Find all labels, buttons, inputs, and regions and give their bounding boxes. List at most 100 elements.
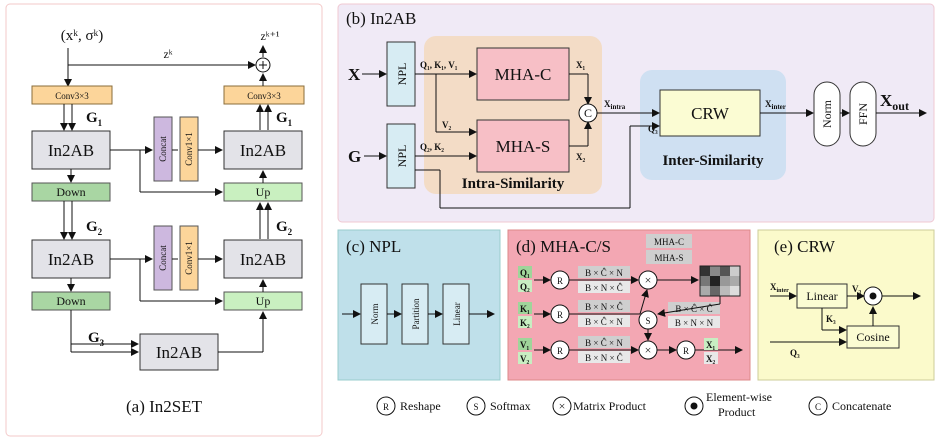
- svg-text:R: R: [383, 402, 389, 412]
- norm-block: [813, 81, 841, 147]
- in2ab-l1-left: [31, 130, 111, 170]
- x-intra-label: Xintra: [604, 99, 626, 111]
- panel-a-in2set: (xᵏ, σᵏ) zᵏ⁺¹ zᵏ Conv3×3 Conv3×3 G1 G1 I…: [5, 3, 323, 437]
- svg-text:X₂: X₂: [706, 354, 715, 364]
- input-label: (xᵏ, σᵏ): [61, 28, 104, 44]
- svg-text:CRW: CRW: [691, 104, 730, 123]
- panel-e-crw: (e) CRW Xinter Linear V₃ K₃ Q₃ Cosine: [757, 229, 935, 381]
- svg-text:Q₁, K₁, V₁: Q₁, K₁, V₁: [420, 60, 458, 70]
- svg-text:NPL: NPL: [395, 145, 409, 168]
- tag-mha-c: [646, 234, 692, 248]
- legend: R Reshape S Softmax × Matrix Product Ele…: [376, 390, 891, 419]
- x-inter-label: Xinter: [765, 99, 786, 111]
- svg-text:V₁: V₁: [520, 340, 529, 350]
- svg-text:Reshape: Reshape: [400, 399, 441, 413]
- svg-text:Linear: Linear: [806, 289, 837, 303]
- svg-text:C: C: [584, 106, 592, 120]
- g2-right: G2: [276, 219, 293, 237]
- svg-text:B × Ĉ × N: B × Ĉ × N: [585, 317, 623, 327]
- svg-text:V₃: V₃: [852, 284, 861, 294]
- g3-label: G3: [88, 330, 105, 348]
- g1-left: G1: [86, 110, 103, 128]
- conv1x1-l1: [179, 116, 199, 182]
- svg-text:Q₂, K₂: Q₂, K₂: [420, 142, 444, 152]
- svg-text:Partition: Partition: [411, 298, 421, 329]
- conv1x1-l2: [179, 225, 199, 291]
- legend-softmax-icon: [466, 396, 486, 416]
- g-input: G: [348, 147, 361, 166]
- caption-a: (a) In2SET: [126, 397, 203, 416]
- panel-a-frame: [5, 3, 323, 437]
- svg-text:K₂: K₂: [520, 318, 530, 328]
- svg-text:Matrix Product: Matrix Product: [573, 399, 647, 413]
- svg-text:R: R: [557, 276, 563, 286]
- svg-text:Norm: Norm: [820, 99, 834, 128]
- inter-similarity-label: Inter-Similarity: [662, 153, 764, 169]
- in2ab-l1-right: [223, 130, 303, 170]
- svg-text:MHA-S: MHA-S: [496, 137, 551, 156]
- concat-l1: [153, 116, 173, 182]
- svg-text:Norm: Norm: [370, 304, 380, 325]
- svg-text:Q₂: Q₂: [520, 282, 530, 292]
- svg-text:S: S: [645, 316, 650, 326]
- down-l1: [31, 182, 111, 202]
- svg-text:MHA-C: MHA-C: [654, 237, 684, 247]
- output-label: zᵏ⁺¹: [260, 29, 279, 43]
- svg-text:In2AB: In2AB: [48, 141, 94, 160]
- svg-text:Up: Up: [256, 294, 271, 308]
- svg-text:X₂: X₂: [576, 152, 585, 162]
- x-out-label: Xout: [880, 91, 909, 113]
- crw-block: [659, 89, 761, 137]
- svg-text:Down: Down: [56, 294, 85, 308]
- svg-text:B × N × Ĉ: B × N × Ĉ: [585, 353, 623, 363]
- svg-text:C: C: [815, 402, 821, 412]
- svg-text:Concatenate: Concatenate: [832, 399, 891, 413]
- svg-text:Down: Down: [56, 185, 85, 199]
- in2ab-l2-left: [31, 239, 111, 279]
- x-input: X: [348, 65, 361, 84]
- svg-text:V₂: V₂: [442, 120, 451, 130]
- svg-text:Conv1×1: Conv1×1: [184, 241, 194, 275]
- svg-text:B × N × Ĉ: B × N × Ĉ: [585, 302, 623, 312]
- skip-label: zᵏ: [163, 47, 172, 61]
- svg-text:×: ×: [559, 399, 566, 413]
- panel-e-title: (e) CRW: [774, 237, 836, 256]
- npl-norm: [360, 283, 388, 345]
- npl-bottom: [386, 123, 416, 189]
- svg-text:Cosine: Cosine: [856, 330, 889, 344]
- svg-text:Linear: Linear: [452, 302, 462, 325]
- attention-map: [699, 265, 741, 297]
- tag-mha-s: [646, 250, 692, 264]
- legend-matmul-icon: [552, 396, 572, 416]
- svg-text:B × Ĉ × Ĉ: B × Ĉ × Ĉ: [675, 304, 712, 314]
- mha-c-block: [476, 47, 570, 101]
- svg-text:×: ×: [645, 343, 652, 357]
- svg-text:In2AB: In2AB: [156, 343, 202, 362]
- svg-text:X₁: X₁: [576, 60, 585, 70]
- svg-text:In2AB: In2AB: [240, 141, 286, 160]
- svg-text:Product: Product: [718, 405, 756, 419]
- panel-b-title: (b) In2AB: [346, 9, 416, 28]
- svg-text:Q₁: Q₁: [520, 268, 530, 278]
- svg-text:R: R: [683, 346, 689, 356]
- svg-text:Conv3×3: Conv3×3: [55, 91, 89, 101]
- svg-text:×: ×: [645, 273, 652, 287]
- x-inter-in: Xinter: [770, 282, 789, 294]
- svg-text:Concat: Concat: [158, 245, 168, 271]
- svg-text:Up: Up: [256, 185, 271, 199]
- svg-text:K₁: K₁: [520, 304, 530, 314]
- svg-text:Softmax: Softmax: [490, 399, 531, 413]
- svg-text:Conv1×1: Conv1×1: [184, 132, 194, 166]
- legend-reshape-icon: [376, 396, 396, 416]
- legend-concat-icon: [808, 396, 828, 416]
- g2-left: G2: [86, 219, 103, 237]
- svg-text:FFN: FFN: [856, 103, 870, 125]
- panel-c-npl: (c) NPL Norm Partition Linear: [337, 229, 501, 381]
- concat-l2: [153, 225, 173, 291]
- panel-c-title: (c) NPL: [346, 237, 401, 256]
- svg-text:B × N × Ĉ: B × N × Ĉ: [585, 283, 623, 293]
- svg-text:B × Ĉ × N: B × Ĉ × N: [585, 338, 623, 348]
- mha-s-block: [476, 119, 570, 173]
- ffn-block: [849, 81, 877, 147]
